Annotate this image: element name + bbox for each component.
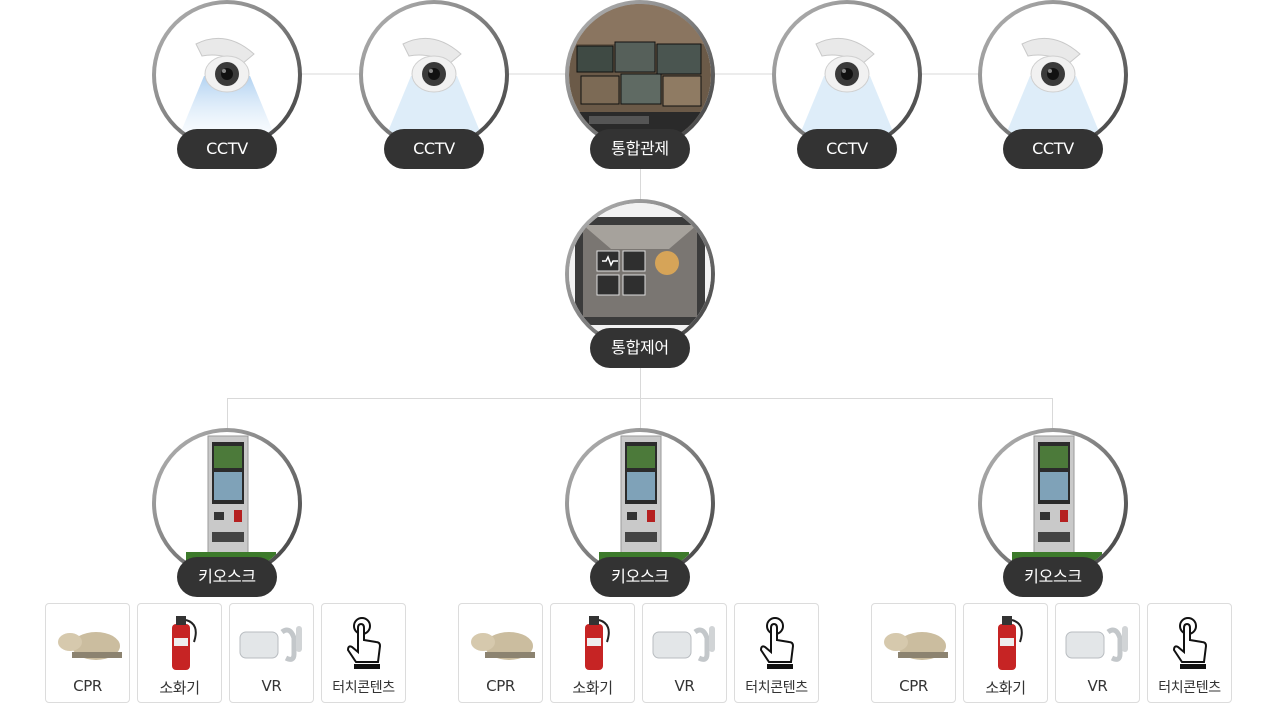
node-ring [152,428,302,578]
vr-headset-icon [1065,626,1128,662]
fire-extinguisher-icon [172,616,197,670]
item-label: 터치콘텐츠 [1158,680,1221,696]
control-tablet-icon [569,203,711,345]
cpr-mannequin-icon [471,632,535,660]
item-card-touch: 터치콘텐츠 [734,603,819,703]
item-card-cpr: CPR [871,603,956,703]
item-label: VR [1087,677,1108,695]
cctv-camera-icon [387,37,481,134]
node-label: 키오스크 [177,557,277,597]
cpr-mannequin-icon [884,632,948,660]
touch-hand-icon [346,617,382,669]
cctv-camera-icon [1006,37,1100,134]
vr-headset-icon [652,626,715,662]
item-label: 터치콘텐츠 [332,680,395,696]
item-card-vr: VR [229,603,314,703]
item-label: CPR [73,677,102,695]
item-card-vr: VR [1055,603,1140,703]
item-card-cpr: CPR [458,603,543,703]
cctv-camera-icon [180,37,274,134]
item-label: CPR [486,677,515,695]
item-card-extinguisher: 소화기 [550,603,635,703]
item-label: 터치콘텐츠 [745,680,808,696]
item-label: CPR [899,677,928,695]
cctv-camera-icon [800,37,894,134]
node-label: CCTV [384,129,484,169]
cctv-node-1: CCTV [152,0,302,175]
control-node: 통합제어 [565,199,715,374]
node-ring [565,199,715,349]
item-card-touch: 터치콘텐츠 [1147,603,1232,703]
monitoring-node: 통합관제 [565,0,715,175]
item-label: 소화기 [572,679,613,697]
item-card-cpr: CPR [45,603,130,703]
node-label: CCTV [797,129,897,169]
item-label: 소화기 [159,679,200,697]
kiosk-node-3: 키오스크 [978,428,1128,603]
item-card-vr: VR [642,603,727,703]
kiosk-icon [599,435,689,562]
node-ring [565,0,715,150]
kiosk-icon [186,435,276,562]
item-label: VR [261,677,282,695]
touch-hand-icon [759,617,795,669]
monitoring-screens-icon [569,4,711,146]
item-label: VR [674,677,695,695]
fire-extinguisher-icon [998,616,1023,670]
item-card-extinguisher: 소화기 [963,603,1048,703]
node-ring [152,0,302,150]
node-label: 통합제어 [590,328,690,368]
kiosk-icon [1012,435,1102,562]
vr-headset-icon [239,626,302,662]
kiosk-node-1: 키오스크 [152,428,302,603]
node-label: CCTV [1003,129,1103,169]
item-card-touch: 터치콘텐츠 [321,603,406,703]
cpr-mannequin-icon [58,632,122,660]
fire-extinguisher-icon [585,616,610,670]
node-label: CCTV [177,129,277,169]
cctv-node-2: CCTV [359,0,509,175]
item-label: 소화기 [985,679,1026,697]
cctv-node-3: CCTV [772,0,922,175]
node-ring [978,428,1128,578]
node-label: 키오스크 [590,557,690,597]
item-card-extinguisher: 소화기 [137,603,222,703]
touch-hand-icon [1172,617,1208,669]
node-ring [772,0,922,150]
node-label: 통합관제 [590,129,690,169]
node-label: 키오스크 [1003,557,1103,597]
cctv-node-4: CCTV [978,0,1128,175]
kiosk-node-2: 키오스크 [565,428,715,603]
node-ring [359,0,509,150]
node-ring [978,0,1128,150]
node-ring [565,428,715,578]
